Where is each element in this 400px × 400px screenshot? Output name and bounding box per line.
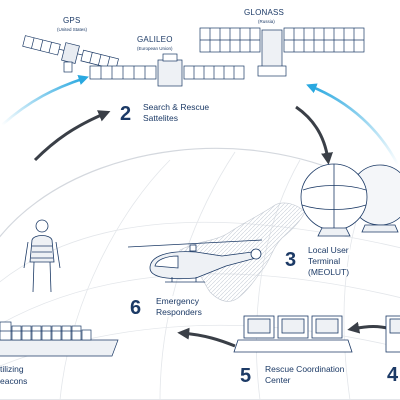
gps-label: GPS <box>63 16 81 25</box>
gps-satellite-icon <box>22 35 119 73</box>
step-6-line-2: Responders <box>155 307 203 317</box>
rescue-coordination-console-icon <box>233 315 400 353</box>
flow-arrows <box>1 75 400 348</box>
arrow-beacon-to-satellites <box>1 75 89 126</box>
arrow-satellites-to-terminal <box>295 105 333 165</box>
arrow-earth-to-satellites <box>33 110 111 162</box>
cargo-ship-icon <box>0 321 119 357</box>
glonass-satellite-icon <box>199 27 365 77</box>
person-life-jacket-icon <box>23 219 61 293</box>
step-3-line-2: Terminal <box>307 256 342 266</box>
step-2-number: 2 <box>120 103 132 125</box>
glonass-label: GLONASS <box>244 8 285 17</box>
meolut-radome-icon <box>300 163 400 237</box>
continent-outline <box>179 202 306 302</box>
step-6-line-1: Emergency <box>155 296 200 306</box>
arrow-terminal-to-satellites <box>306 83 400 166</box>
step-3-line-1: Local User <box>307 245 350 255</box>
galileo-region-label: (European Union) <box>137 46 173 51</box>
step-5-line-2: Center <box>265 375 291 385</box>
step-5-number: 5 <box>240 365 252 387</box>
beacons-line-1: tilizing <box>0 364 24 374</box>
step-5-line-1: Rescue Coordination <box>265 364 345 374</box>
step-3-line-3: (MEOLUT) <box>307 267 351 277</box>
galileo-label: GALILEO <box>137 35 173 44</box>
arrow-rcc-to-responders <box>177 327 236 348</box>
galileo-satellite-icon <box>89 53 245 87</box>
beacons-line-2: eacons <box>0 376 28 386</box>
glonass-region-label: (Russia) <box>258 19 275 24</box>
gps-region-label: (United States) <box>57 27 88 32</box>
step-4-number: 4 <box>387 364 399 386</box>
step-6-number: 6 <box>130 297 142 319</box>
step-2-line-2: Sattelites <box>143 113 178 123</box>
step-2-line-1: Search & Rescue <box>143 102 210 112</box>
step-3-number: 3 <box>285 249 297 271</box>
helicopter-icon <box>127 239 263 283</box>
